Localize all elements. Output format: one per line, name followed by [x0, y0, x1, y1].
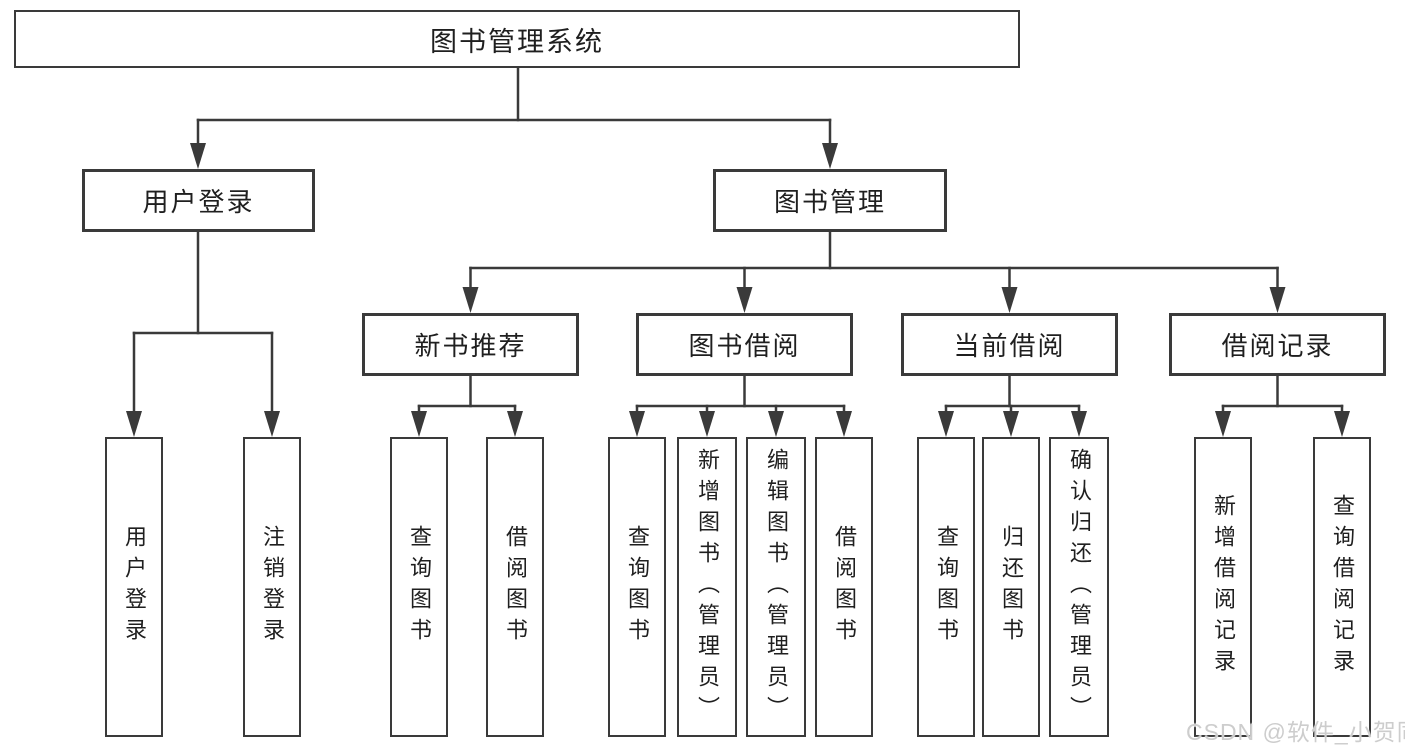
leaf-edit-books-admin: 编辑图书（管理员）: [746, 437, 806, 737]
leaf-label: 确认归还（管理员）: [1067, 447, 1092, 727]
arrowhead-down-icon: [1003, 411, 1019, 437]
node-current-borrowing: 当前借阅: [901, 313, 1118, 376]
leaf-query-books-current: 查询图书: [917, 437, 975, 737]
node-user-login: 用户登录: [82, 169, 315, 232]
arrowhead-down-icon: [1269, 287, 1286, 313]
arrowhead-down-icon: [822, 143, 838, 169]
leaf-query-borrow-record: 查询借阅记录: [1313, 437, 1371, 737]
node-library-management-system: 图书管理系统: [14, 10, 1020, 68]
leaf-query-books-borrowing: 查询图书: [608, 437, 666, 737]
arrowhead-down-icon: [264, 411, 280, 437]
leaf-label: 编辑图书（管理员）: [764, 447, 789, 727]
arrowhead-down-icon: [411, 411, 427, 437]
leaf-label: 查询借阅记录: [1330, 494, 1355, 680]
arrowhead-down-icon: [768, 411, 784, 437]
connector-new-book-recommendation-to-leaves: [411, 374, 523, 437]
arrowhead-down-icon: [699, 411, 715, 437]
connector-book-management-to-groups: [462, 230, 1286, 313]
node-book-borrowing: 图书借阅: [636, 313, 853, 376]
arrowhead-down-icon: [462, 287, 479, 313]
leaf-label: 归还图书: [999, 525, 1024, 649]
leaf-label: 借阅图书: [503, 525, 528, 649]
leaf-label: 查询图书: [934, 525, 959, 649]
csdn-watermark: CSDN @软件_小贺同学: [1186, 719, 1405, 745]
connector-current-borrowing-to-leaves: [938, 374, 1087, 437]
connector-user-login-to-leaves: [126, 230, 280, 437]
leaf-label: 新增借阅记录: [1211, 494, 1236, 680]
leaf-label: 查询图书: [625, 525, 650, 649]
arrowhead-down-icon: [1071, 411, 1087, 437]
node-new-book-recommendation: 新书推荐: [362, 313, 579, 376]
leaf-label: 用户登录: [122, 525, 147, 649]
leaf-label: 查询图书: [407, 525, 432, 649]
leaf-return-books: 归还图书: [982, 437, 1040, 737]
arrowhead-down-icon: [1215, 411, 1231, 437]
node-book-management: 图书管理: [713, 169, 947, 232]
arrowhead-down-icon: [507, 411, 523, 437]
leaf-label: 借阅图书: [832, 525, 857, 649]
leaf-label: 新增图书（管理员）: [695, 447, 720, 727]
node-borrowing-records: 借阅记录: [1169, 313, 1386, 376]
leaf-add-books-admin: 新增图书（管理员）: [677, 437, 737, 737]
leaf-add-borrow-record: 新增借阅记录: [1194, 437, 1252, 737]
leaf-logout: 注销登录: [243, 437, 301, 737]
leaf-user-login: 用户登录: [105, 437, 163, 737]
arrowhead-down-icon: [190, 143, 206, 169]
leaf-borrow-books-recommendation: 借阅图书: [486, 437, 544, 737]
arrowhead-down-icon: [938, 411, 954, 437]
leaf-borrow-books-borrowing: 借阅图书: [815, 437, 873, 737]
arrowhead-down-icon: [629, 411, 645, 437]
leaf-query-books-recommendation: 查询图书: [390, 437, 448, 737]
arrowhead-down-icon: [736, 287, 753, 313]
connector-book-borrowing-to-leaves: [629, 374, 852, 437]
leaf-confirm-return-admin: 确认归还（管理员）: [1049, 437, 1109, 737]
arrowhead-down-icon: [126, 411, 142, 437]
connector-borrowing-records-to-leaves: [1215, 374, 1350, 437]
arrowhead-down-icon: [1334, 411, 1350, 437]
arrowhead-down-icon: [836, 411, 852, 437]
leaf-label: 注销登录: [260, 525, 285, 649]
arrowhead-down-icon: [1001, 287, 1018, 313]
connector-root-to-level2: [190, 66, 838, 169]
